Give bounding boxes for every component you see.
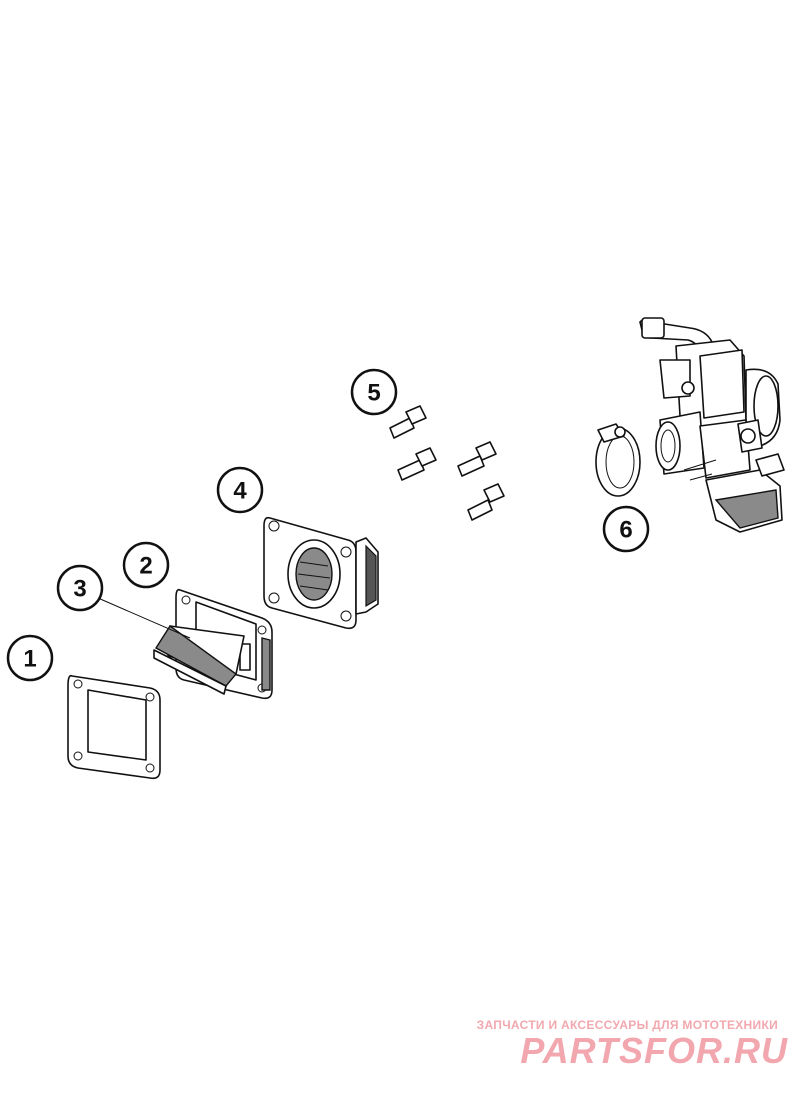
callout-6-label: 6 bbox=[619, 517, 632, 544]
callout-3: 3 bbox=[56, 564, 104, 612]
carburetor-assembly bbox=[639, 317, 785, 533]
callout-5: 5 bbox=[350, 368, 398, 416]
bolt-set-part bbox=[389, 405, 505, 521]
callout-1: 1 bbox=[6, 634, 54, 682]
intake-flange-part bbox=[263, 516, 379, 630]
hose-clamp-part bbox=[595, 423, 641, 497]
callout-5-label: 5 bbox=[367, 380, 380, 407]
gasket-part bbox=[67, 674, 161, 780]
bolt-3 bbox=[457, 441, 497, 477]
callout-2: 2 bbox=[122, 541, 170, 589]
callout-3-label: 3 bbox=[73, 576, 86, 603]
bolt-4 bbox=[467, 483, 505, 521]
watermark-brand[interactable]: PARTSFOR.RU bbox=[520, 1030, 788, 1071]
callout-4: 4 bbox=[216, 466, 264, 514]
callout-2-label: 2 bbox=[139, 553, 152, 580]
callout-4-label: 4 bbox=[233, 478, 247, 505]
callout-6: 6 bbox=[602, 505, 650, 553]
leader-line-3 bbox=[97, 597, 191, 639]
bolt-2 bbox=[397, 447, 437, 481]
bolt-1 bbox=[389, 405, 427, 439]
watermark-tagline: ЗАПЧАСТИ И АКСЕССУАРЫ ДЛЯ МОТОТЕХНИКИ bbox=[476, 1018, 778, 1032]
callout-1-label: 1 bbox=[23, 646, 36, 673]
reed-petal-part bbox=[153, 624, 245, 695]
